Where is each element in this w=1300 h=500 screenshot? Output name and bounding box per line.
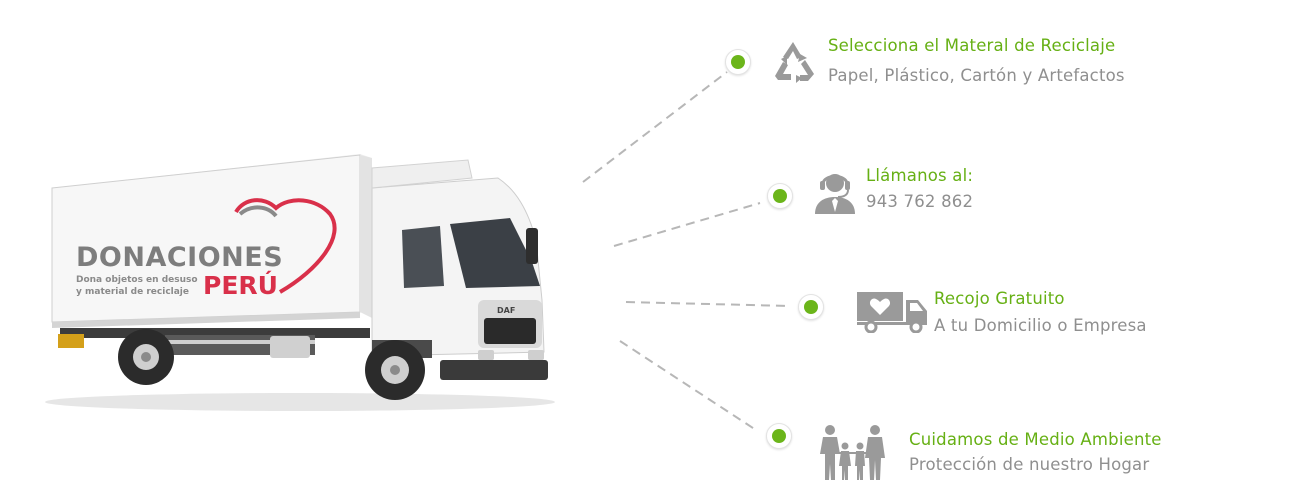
brand-donaciones: DONACIONES <box>76 242 283 273</box>
feature-3-title: Recojo Gratuito <box>934 289 1065 308</box>
feature-1-title: Selecciona el Materal de Reciclaje <box>828 36 1116 55</box>
truck-illustration: DONACIONES Dona objetos en desuso y mate… <box>45 154 555 411</box>
connector-line-1 <box>582 71 728 183</box>
feature-3-subtitle: A tu Domicilio o Empresa <box>934 316 1147 335</box>
brand-peru: PERÚ <box>203 270 278 300</box>
connector-line-3 <box>625 301 791 307</box>
feature-2-title: Llámanos al: <box>866 166 974 185</box>
donaciones-peru-logo: DONACIONES Dona objetos en desuso y mate… <box>76 198 337 300</box>
grille-badge: DAF <box>497 306 515 315</box>
family-icon <box>818 424 890 486</box>
feature-1-subtitle: Papel, Plástico, Cartón y Artefactos <box>828 66 1125 85</box>
bullet-dot-2 <box>767 183 793 209</box>
feature-2-subtitle: 943 762 862 <box>866 192 974 211</box>
delivery-truck-heart-icon <box>856 291 930 337</box>
connector-line-2 <box>613 202 761 247</box>
bullet-dot-1 <box>725 49 751 75</box>
headset-agent-icon <box>812 168 858 220</box>
feature-4-subtitle: Protección de nuestro Hogar <box>909 455 1150 474</box>
brand-tagline-2: y material de reciclaje <box>76 287 189 297</box>
brand-tagline-1: Dona objetos en desuso <box>76 275 198 285</box>
feature-4-title: Cuidamos de Medio Ambiente <box>909 430 1162 449</box>
recycle-icon <box>767 38 819 90</box>
connector-line-4 <box>619 340 757 431</box>
bullet-dot-3 <box>798 294 824 320</box>
bullet-dot-4 <box>766 423 792 449</box>
